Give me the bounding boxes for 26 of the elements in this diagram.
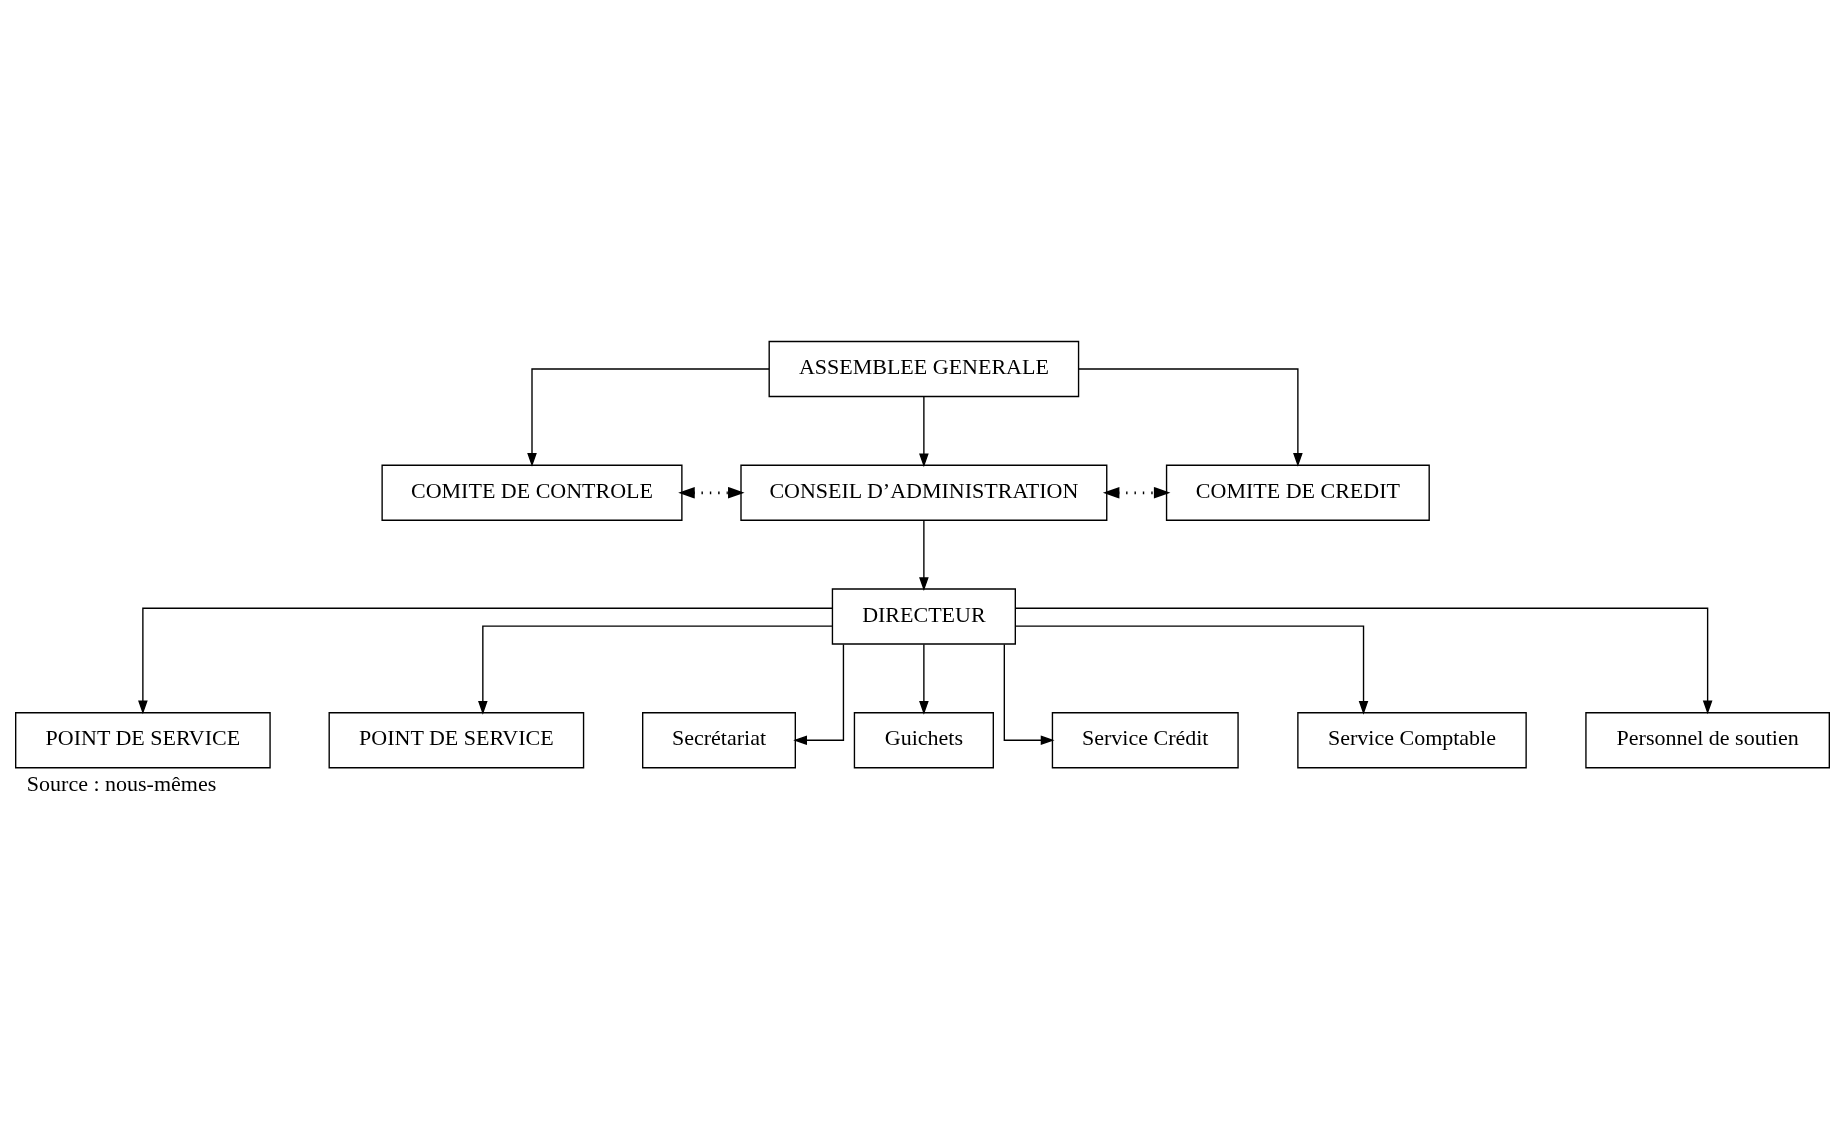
arrow xyxy=(918,643,929,715)
arrow xyxy=(1014,607,1712,715)
node-box: Guichets xyxy=(853,712,994,769)
node-box: POINT DE SERVICE xyxy=(328,712,584,769)
arrow xyxy=(918,396,929,468)
node-box: ASSEMBLEE GENERALE xyxy=(768,340,1079,398)
node-box: POINT DE SERVICE xyxy=(14,712,271,769)
arrow xyxy=(137,607,833,715)
node-box: COMITE DE CONTROLE xyxy=(380,464,683,521)
node-box: DIRECTEUR xyxy=(831,588,1016,645)
node-box: Service Comptable xyxy=(1296,712,1527,769)
arrow xyxy=(1102,486,1170,499)
arrow xyxy=(1014,625,1368,715)
node-box: Service Crédit xyxy=(1051,712,1239,769)
arrow xyxy=(792,643,844,746)
arrow xyxy=(477,625,833,715)
arrow xyxy=(526,368,770,467)
node-box: CONSEIL D’ADMINISTRATION xyxy=(739,464,1107,521)
arrow xyxy=(1003,643,1054,746)
caption: Source : nous-mêmes xyxy=(26,770,216,796)
node-box: Secrétariat xyxy=(641,712,796,769)
arrow xyxy=(1077,368,1303,467)
arrow xyxy=(677,486,745,499)
node-box: COMITE DE CREDIT xyxy=(1165,464,1430,521)
arrow xyxy=(918,520,929,592)
node-box: Personnel de soutien xyxy=(1584,712,1830,769)
